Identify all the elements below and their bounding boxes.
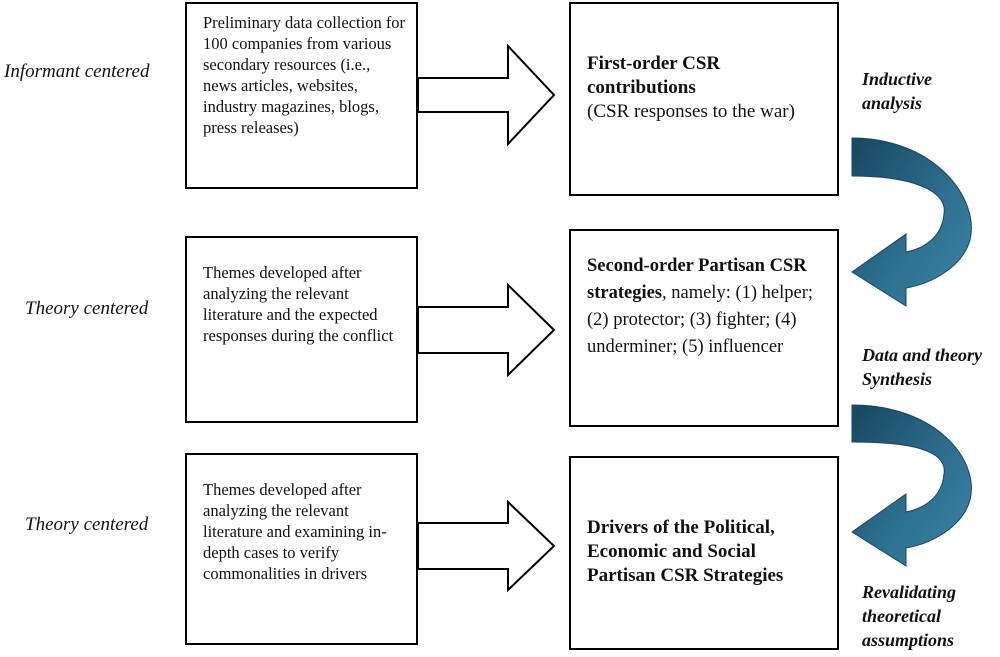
flow-arrow-1 <box>417 43 556 147</box>
outcome-box-first-order: First-order CSR contributions (CSR respo… <box>569 2 839 196</box>
outcome-box-drivers: Drivers of the Political, Economic and S… <box>569 456 839 650</box>
outcome-title: Second-order Partisan CSR strategies <box>587 256 807 303</box>
flow-arrow-2 <box>417 282 556 378</box>
cycle-label-line: Data and theory <box>862 345 983 365</box>
cycle-label-synthesis: Data and theory Synthesis <box>862 343 982 391</box>
cycle-label-revalidating: Revalidating theoretical assumptions <box>862 580 956 652</box>
outcome-strategy-list: , namely: (1) helper; (2) protector; (3)… <box>587 283 814 357</box>
source-text: Themes developed after analyzing the rel… <box>203 480 387 583</box>
source-box-themes-cases: Themes developed after analyzing the rel… <box>185 453 418 645</box>
source-box-preliminary-data: Preliminary data collection for 100 comp… <box>185 2 418 189</box>
outcome-title: Drivers of the Political, Economic and S… <box>587 517 784 586</box>
outcome-title: First-order CSR contributions <box>587 53 721 98</box>
approach-label-theory-2: Theory centered <box>25 514 149 535</box>
cycle-label-line: theoretical <box>862 606 941 626</box>
cycle-arrow-synthesis <box>851 404 972 567</box>
cycle-label-inductive: Inductive analysis <box>862 67 932 115</box>
cycle-label-line: analysis <box>862 93 923 113</box>
approach-label-informant: Informant centered <box>4 61 150 82</box>
source-text: Themes developed after analyzing the rel… <box>203 263 394 345</box>
flow-arrow-3 <box>417 499 556 593</box>
cycle-label-line: Revalidating <box>862 582 956 602</box>
approach-label-theory-1: Theory centered <box>25 298 149 319</box>
cycle-arrow-inductive <box>851 137 972 307</box>
cycle-label-line: Synthesis <box>862 369 933 389</box>
cycle-label-line: Inductive <box>862 69 932 89</box>
source-box-themes-literature: Themes developed after analyzing the rel… <box>185 236 418 423</box>
cycle-label-line: assumptions <box>862 630 955 650</box>
source-text: Preliminary data collection for 100 comp… <box>203 13 406 137</box>
outcome-box-second-order: Second-order Partisan CSR strategies, na… <box>569 229 839 427</box>
outcome-subtitle: (CSR responses to the war) <box>587 101 795 122</box>
